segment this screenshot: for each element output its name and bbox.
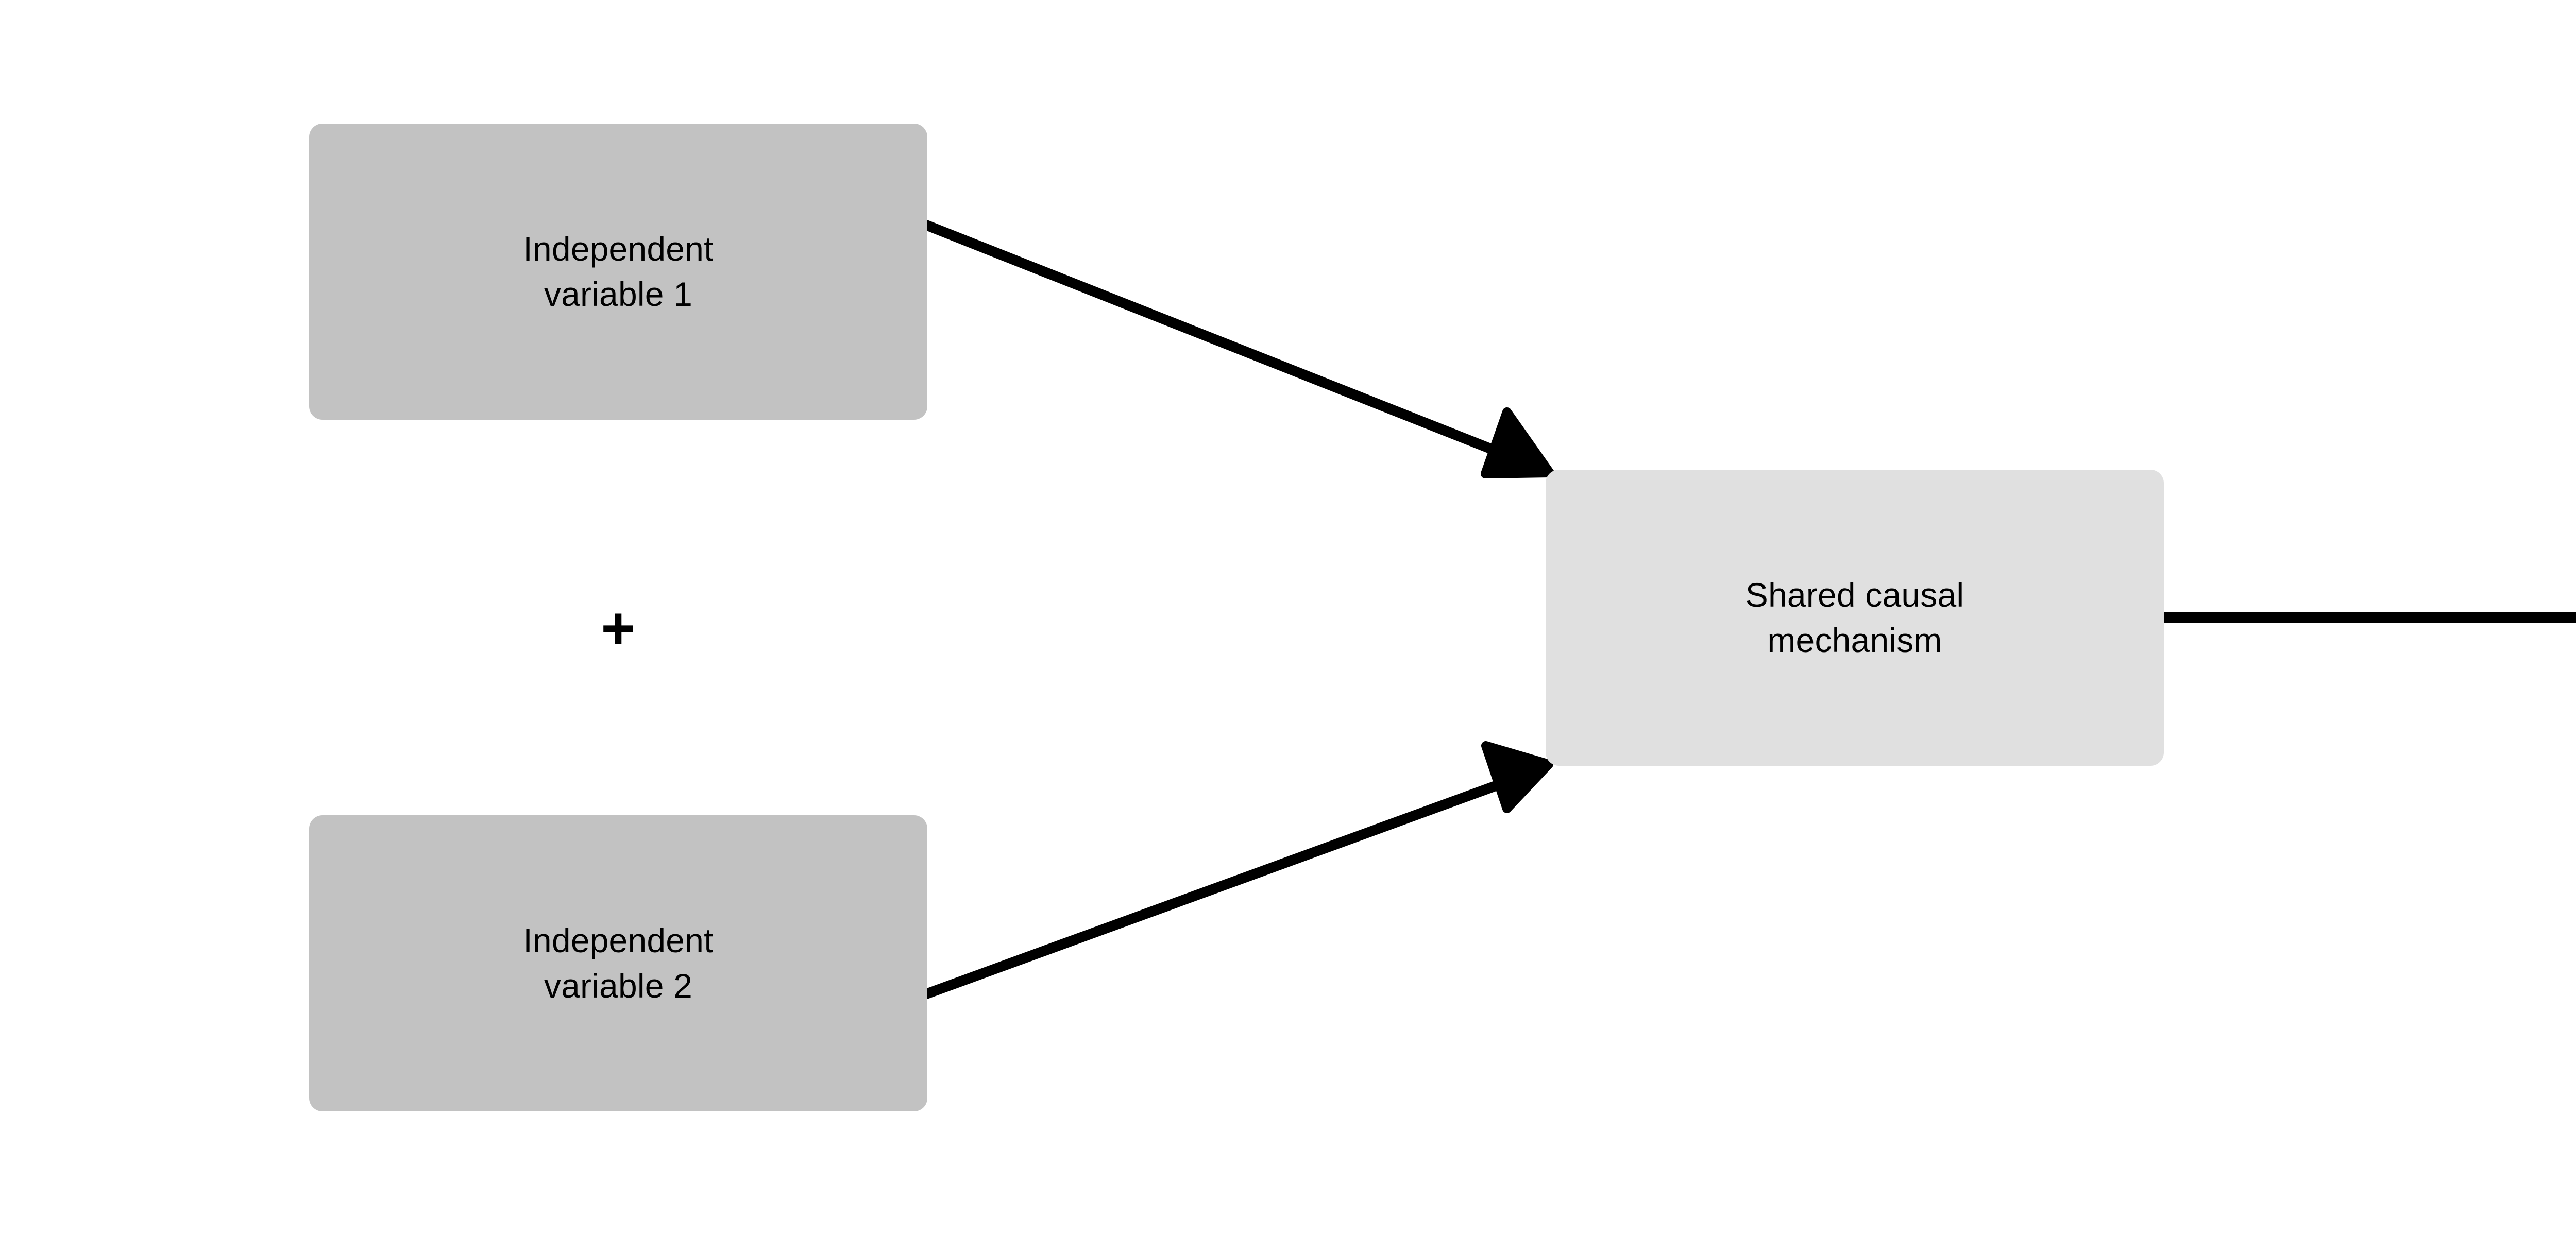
node-shared-causal-mechanism[interactable]: Shared causal mechanism [1546,470,2164,766]
edge-line [921,220,1499,455]
node-label-independent-variable-1: Independent variable 1 [523,230,714,313]
arrowhead-icon [1481,741,1553,813]
node-label-independent-variable-2: Independent variable 2 [523,921,714,1005]
edge-line [921,781,1499,999]
node-independent-variable-2[interactable]: Independent variable 2 [309,815,927,1111]
arrowhead-icon [1481,407,1554,478]
node-label-shared-causal-mechanism: Shared causal mechanism [1745,576,1964,659]
edge-mechanism-to-dependent [2157,612,2576,623]
node-independent-variable-1[interactable]: Independent variable 1 [309,124,927,420]
edge-iv2-to-mechanism [921,741,1553,999]
plus-operator-symbol: + [601,595,636,661]
plus-operator-icon: + [567,577,670,680]
edge-iv1-to-mechanism [921,220,1554,478]
